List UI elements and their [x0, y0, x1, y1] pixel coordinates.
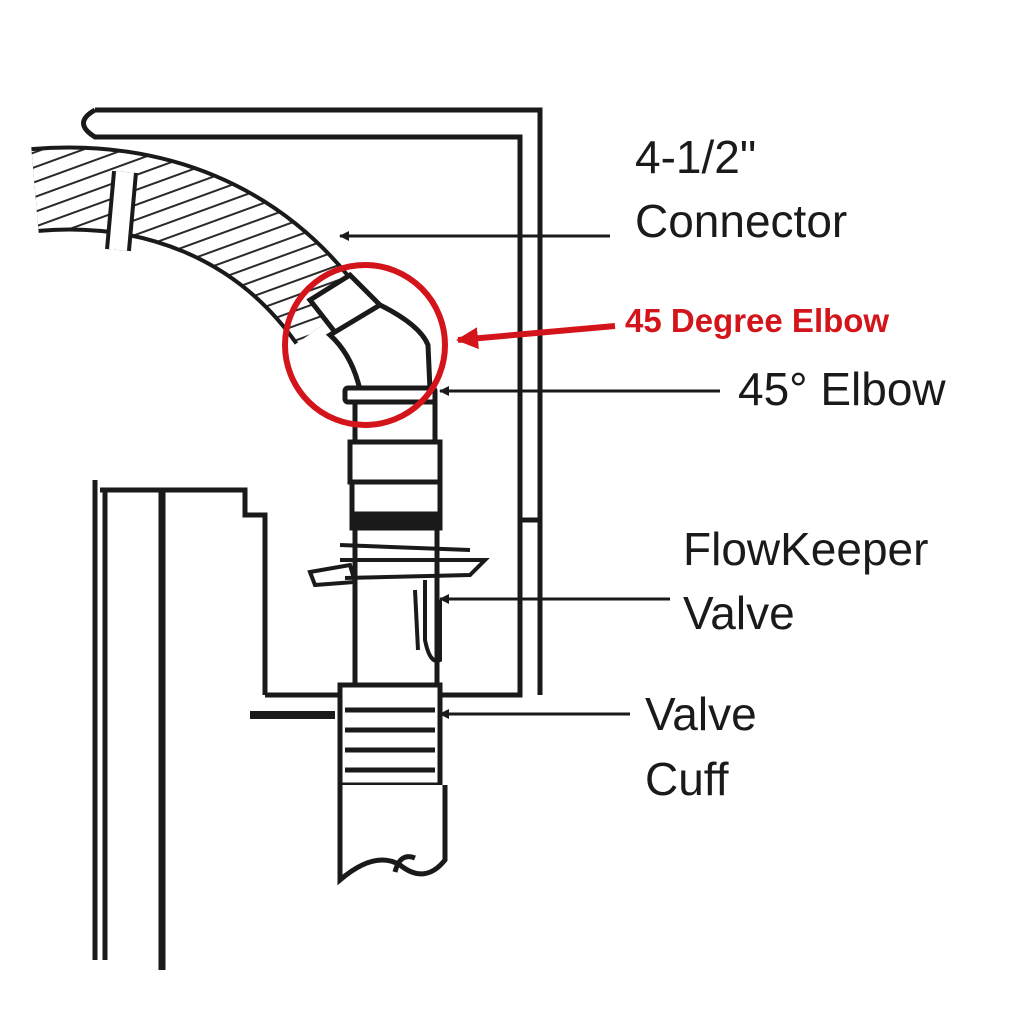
- wall-panel: [92, 480, 335, 970]
- highlight-circle: [282, 262, 448, 428]
- connector-label-line1: 4-1/2": [635, 131, 757, 183]
- elbow-fitting: [306, 271, 438, 405]
- elbow-label: 45° Elbow: [738, 363, 946, 415]
- flowkeeper-label-line1: FlowKeeper: [683, 523, 929, 575]
- cuff-label-line2: Cuff: [645, 753, 729, 805]
- elbow-callout-label: 45 Degree Elbow: [625, 302, 890, 339]
- flowkeeper-label-line2: Valve: [683, 587, 795, 639]
- leader-lines: [339, 231, 720, 719]
- elbow-callout-arrow: [456, 323, 616, 350]
- standpipe: [337, 399, 448, 886]
- cuff-label-line1: Valve: [645, 688, 757, 740]
- connector-label-line2: Connector: [635, 195, 848, 247]
- drain-hose: [31, 145, 366, 346]
- flowkeeper-valve: [307, 543, 490, 663]
